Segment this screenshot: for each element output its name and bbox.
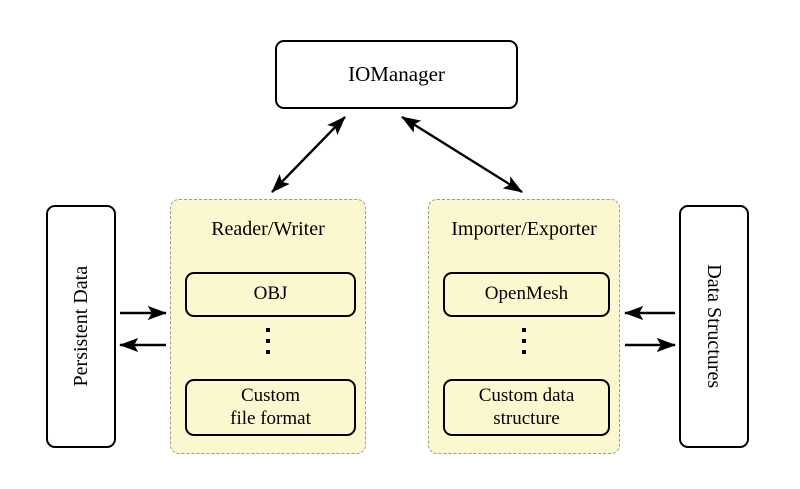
connector-manager-to-importer-exporter [401, 115, 523, 194]
importer-custom-data-structure-box[interactable]: Custom data structure [443, 379, 610, 436]
io-manager-node[interactable]: IOManager [275, 40, 518, 109]
connector-manager-to-reader-writer [271, 116, 346, 193]
reader-custom-file-format-line1: Custom [240, 385, 301, 407]
data-structures-node[interactable]: Data Structures [679, 205, 749, 448]
reader-obj-box[interactable]: OBJ [185, 272, 356, 317]
persistent-data-node[interactable]: Persistent Data [46, 205, 116, 448]
data-structures-label: Data Structures [703, 264, 726, 389]
persistent-data-label: Persistent Data [69, 266, 92, 387]
reader-writer-panel[interactable]: Reader/Writer OBJ Custom file format [170, 199, 366, 454]
importer-exporter-panel[interactable]: Importer/Exporter OpenMesh Custom data s… [428, 199, 620, 454]
importer-openmesh-label: OpenMesh [484, 283, 569, 305]
importer-custom-data-structure-label: Custom data structure [479, 385, 575, 430]
reader-custom-file-format-box[interactable]: Custom file format [185, 379, 356, 436]
importer-exporter-title: Importer/Exporter [451, 218, 597, 240]
importer-custom-data-structure-line2: structure [493, 407, 560, 429]
reader-custom-file-format-line2: file format [230, 407, 311, 429]
reader-custom-file-format-label: Custom file format [230, 385, 311, 430]
importer-custom-data-structure-line1: Custom data [478, 385, 575, 407]
reader-obj-label: OBJ [253, 283, 288, 305]
reader-writer-title: Reader/Writer [211, 218, 325, 240]
importer-openmesh-box[interactable]: OpenMesh [443, 272, 610, 317]
io-manager-label: IOManager [348, 61, 445, 86]
reader-writer-ellipsis-icon [171, 328, 365, 354]
importer-exporter-ellipsis-icon [429, 328, 619, 354]
